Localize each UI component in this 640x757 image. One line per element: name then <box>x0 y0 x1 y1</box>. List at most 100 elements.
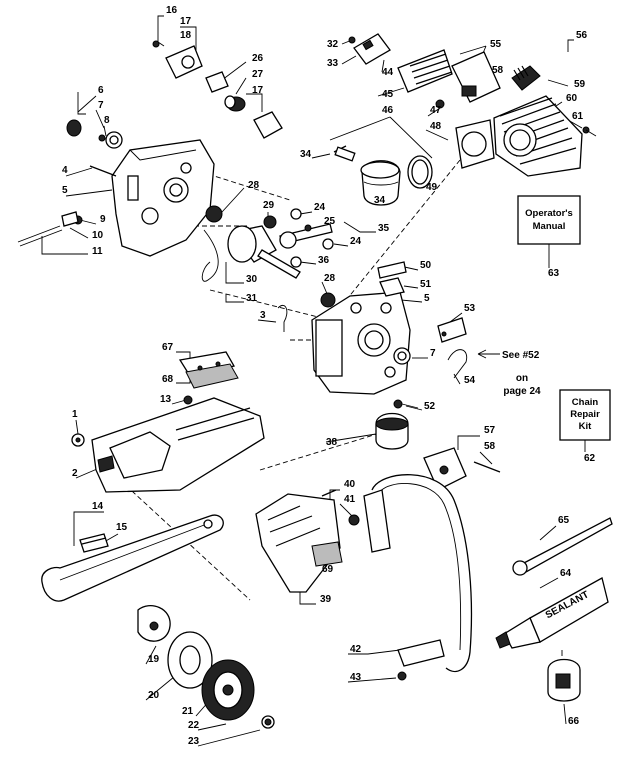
parts <box>17 33 613 729</box>
bearing-28b-part <box>320 292 336 308</box>
arrow-see52 <box>477 349 500 359</box>
guide-bar-15-part <box>41 514 224 602</box>
cover-33-part <box>353 33 391 65</box>
see52-line3: page 24 <box>503 386 541 397</box>
callout-c23: 23 <box>188 736 200 747</box>
info-boxes: Operator's Manual Chain Repair Kit See #… <box>502 195 611 621</box>
callout-c68: 68 <box>162 374 174 385</box>
fitting-26-part <box>205 71 229 93</box>
callout-c10: 10 <box>92 230 104 241</box>
callout-c28a: 28 <box>248 180 260 191</box>
callout-c45: 45 <box>382 89 394 100</box>
callout-c31: 31 <box>246 293 258 304</box>
plug-6-part <box>66 119 82 137</box>
callout-c21: 21 <box>182 706 194 717</box>
callout-c17a: 17 <box>180 16 192 27</box>
callout-c19: 19 <box>148 654 160 665</box>
callout-c11: 11 <box>92 246 103 257</box>
callout-numbers: 1617182627173233445556585960454746486167… <box>62 5 596 747</box>
callout-c17b: 17 <box>252 85 264 96</box>
bearing-29-part <box>263 215 277 229</box>
bolt-52-part <box>393 399 403 409</box>
callout-c38: 38 <box>326 437 338 448</box>
bar-cover-39-part <box>255 493 341 593</box>
bolt-13-part <box>183 395 193 405</box>
callout-c42: 42 <box>350 644 362 655</box>
screw-32-part <box>348 36 356 44</box>
callout-c62: 62 <box>584 453 596 464</box>
operators-manual-line1: Operator's <box>525 208 573 219</box>
callout-c69: 69 <box>322 564 334 575</box>
callout-c51: 51 <box>420 279 432 290</box>
cover-51-part <box>379 277 405 297</box>
label-69-part <box>311 541 343 567</box>
callout-c22: 22 <box>188 720 200 731</box>
screw-58b-part <box>473 461 501 473</box>
operators-manual-line2: Manual <box>533 221 566 232</box>
gasket-17-part <box>253 111 283 139</box>
callout-c28b: 28 <box>324 273 336 284</box>
callout-c14: 14 <box>92 501 104 512</box>
callout-c16: 16 <box>166 5 178 16</box>
callout-c18: 18 <box>180 30 192 41</box>
callout-c7a: 7 <box>98 100 104 111</box>
callout-c58b: 58 <box>484 441 496 452</box>
spring-3-part <box>277 304 288 332</box>
callout-c34a: 34 <box>300 149 312 160</box>
callout-c2: 2 <box>72 468 78 479</box>
screw-11-part <box>17 225 61 243</box>
callout-c25: 25 <box>324 216 336 227</box>
callout-c24b: 24 <box>350 236 362 247</box>
callout-c63: 63 <box>548 268 560 279</box>
callout-c27: 27 <box>252 69 264 80</box>
callout-c20: 20 <box>148 690 160 701</box>
callout-c3: 3 <box>260 310 266 321</box>
crankcase-left-5-part <box>111 139 215 257</box>
handle-bar-42-part <box>371 474 473 673</box>
callout-c47: 47 <box>430 105 442 116</box>
callout-c60: 60 <box>566 93 578 104</box>
callout-c24a: 24 <box>314 202 326 213</box>
chain-repair-line1: Chain <box>572 397 599 408</box>
callout-c30: 30 <box>246 274 258 285</box>
callout-c50: 50 <box>420 260 432 271</box>
bearing-28-part <box>205 205 223 223</box>
washer-36-part <box>290 256 302 268</box>
washer-24a-part <box>290 208 302 220</box>
chain-repair-line3: Kit <box>579 421 593 432</box>
callout-c66: 66 <box>568 716 580 727</box>
callout-c13: 13 <box>160 394 172 405</box>
callout-c33: 33 <box>327 58 339 69</box>
callout-c56: 56 <box>576 30 588 41</box>
nut-2-part <box>97 455 115 473</box>
callout-c15: 15 <box>116 522 128 533</box>
washer-10-part <box>61 211 79 227</box>
see52-line2: on <box>516 373 528 384</box>
washer-24b-part <box>322 238 334 250</box>
washer-41-part <box>348 514 360 526</box>
callout-c26: 26 <box>252 53 264 64</box>
callout-c6: 6 <box>98 85 104 96</box>
screw-4-part <box>89 165 117 177</box>
bolt-40-part <box>321 489 337 497</box>
callout-c41: 41 <box>344 494 356 505</box>
filter-45-part <box>397 49 453 93</box>
callout-c34b: 34 <box>374 195 386 206</box>
callout-c67: 67 <box>162 342 174 353</box>
callout-c5b: 5 <box>424 293 430 304</box>
chain-repair-box <box>559 389 611 441</box>
callout-c39: 39 <box>320 594 332 605</box>
callout-c52: 52 <box>424 401 436 412</box>
scrench-65-part <box>521 517 613 573</box>
callout-c35: 35 <box>378 223 390 234</box>
bolt-43-part <box>397 671 407 681</box>
callout-c48: 48 <box>430 121 442 132</box>
label-67-part <box>178 351 235 377</box>
screw-16-part <box>152 40 160 48</box>
callout-c29: 29 <box>263 200 275 211</box>
callout-c9: 9 <box>100 214 106 225</box>
callout-c65: 65 <box>558 515 570 526</box>
spring-54-part <box>447 349 468 379</box>
pin-part <box>334 146 356 162</box>
